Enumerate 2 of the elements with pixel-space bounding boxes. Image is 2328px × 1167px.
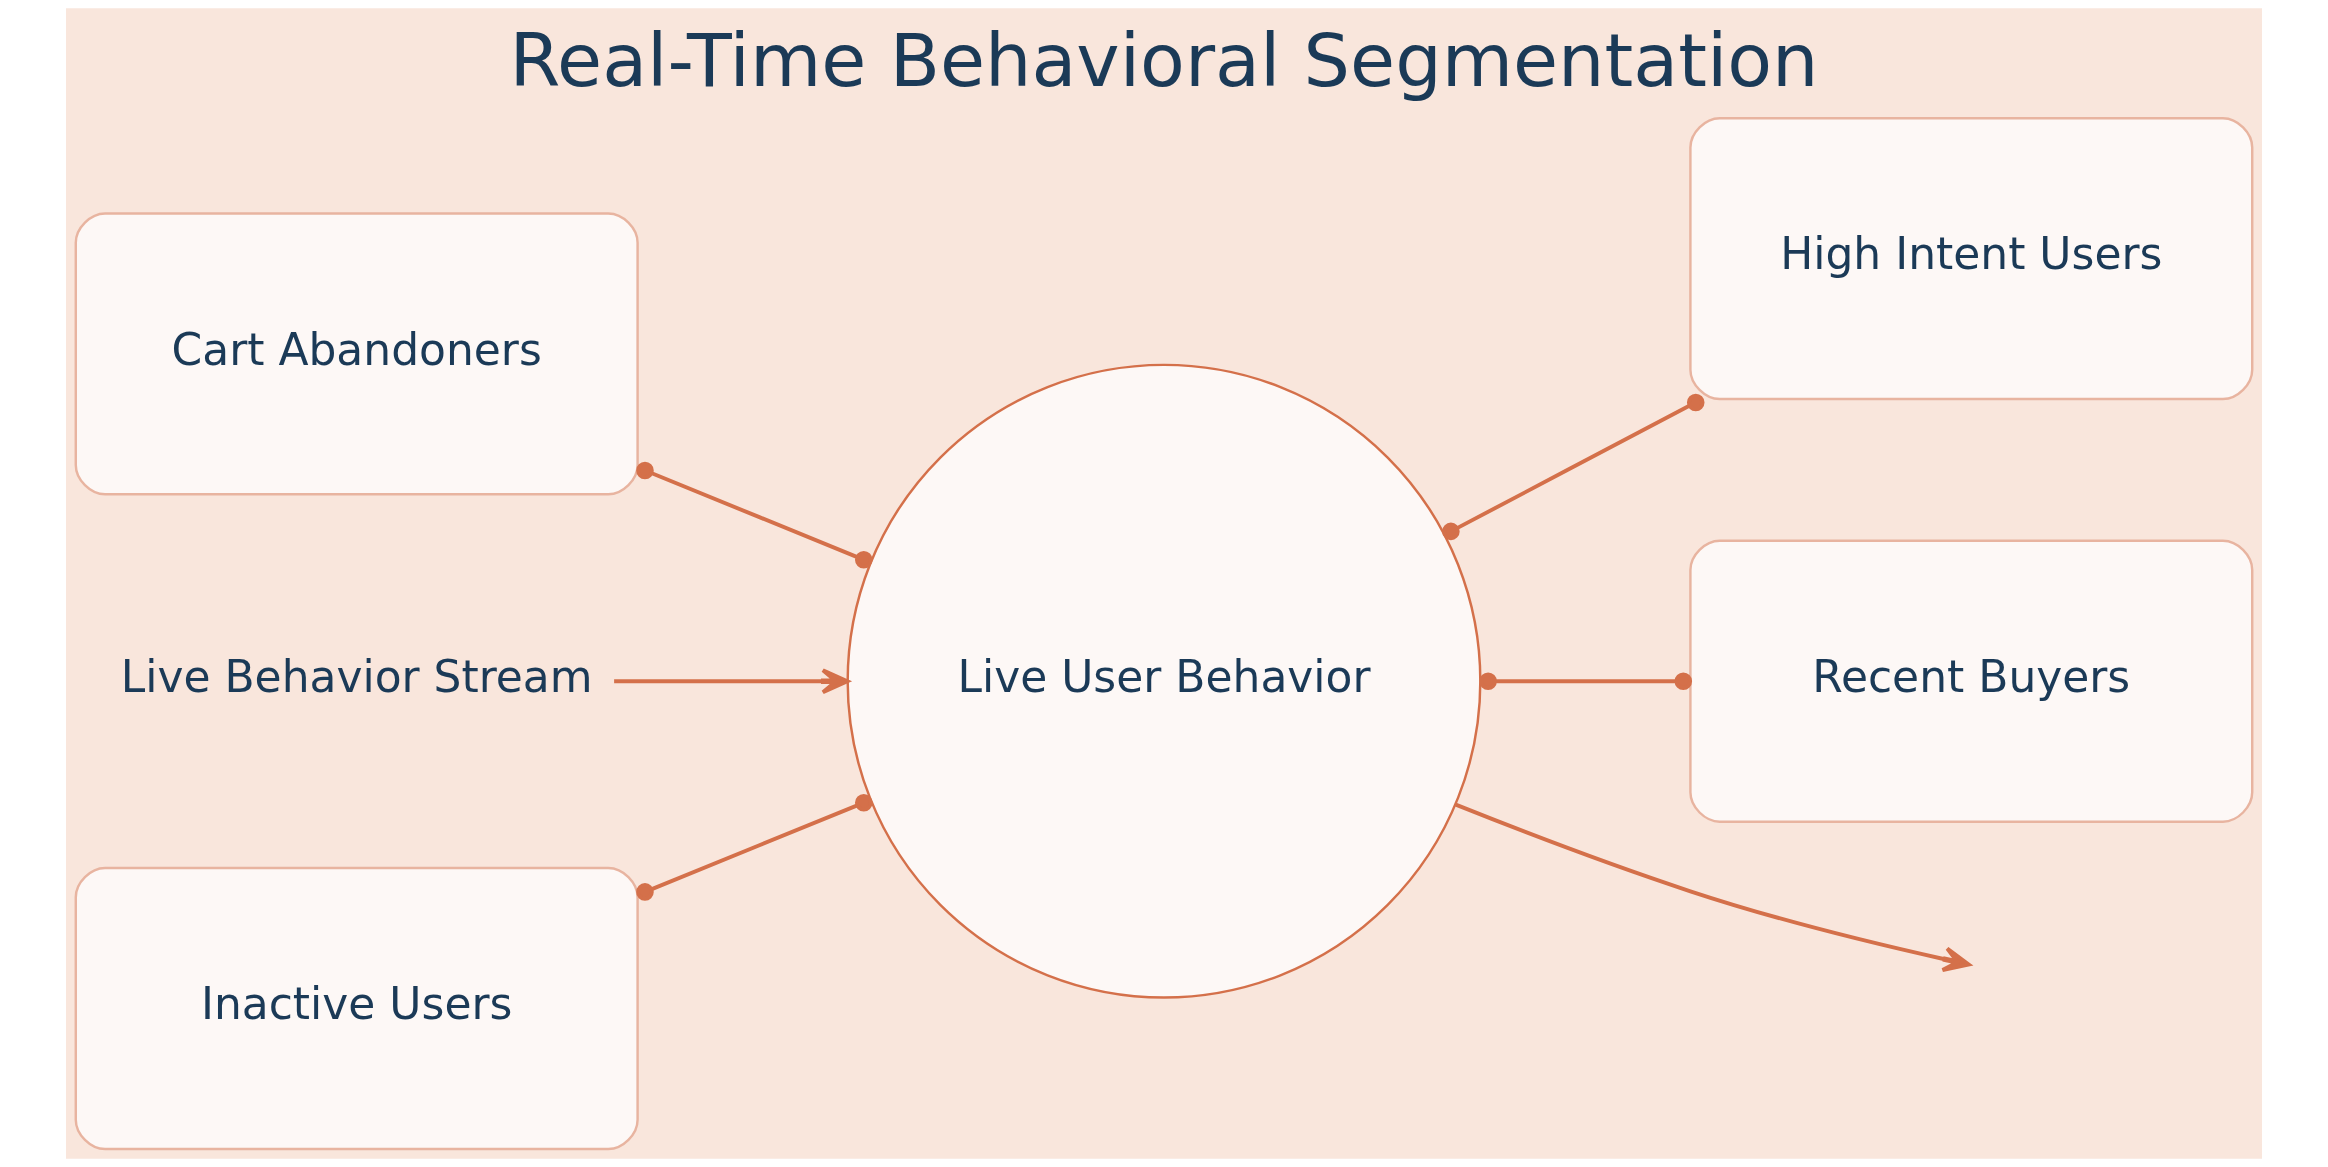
node-text: Live Behavior Stream	[120, 650, 593, 702]
diagram-title: Real-Time Behavioral Segmentation	[509, 18, 1819, 104]
